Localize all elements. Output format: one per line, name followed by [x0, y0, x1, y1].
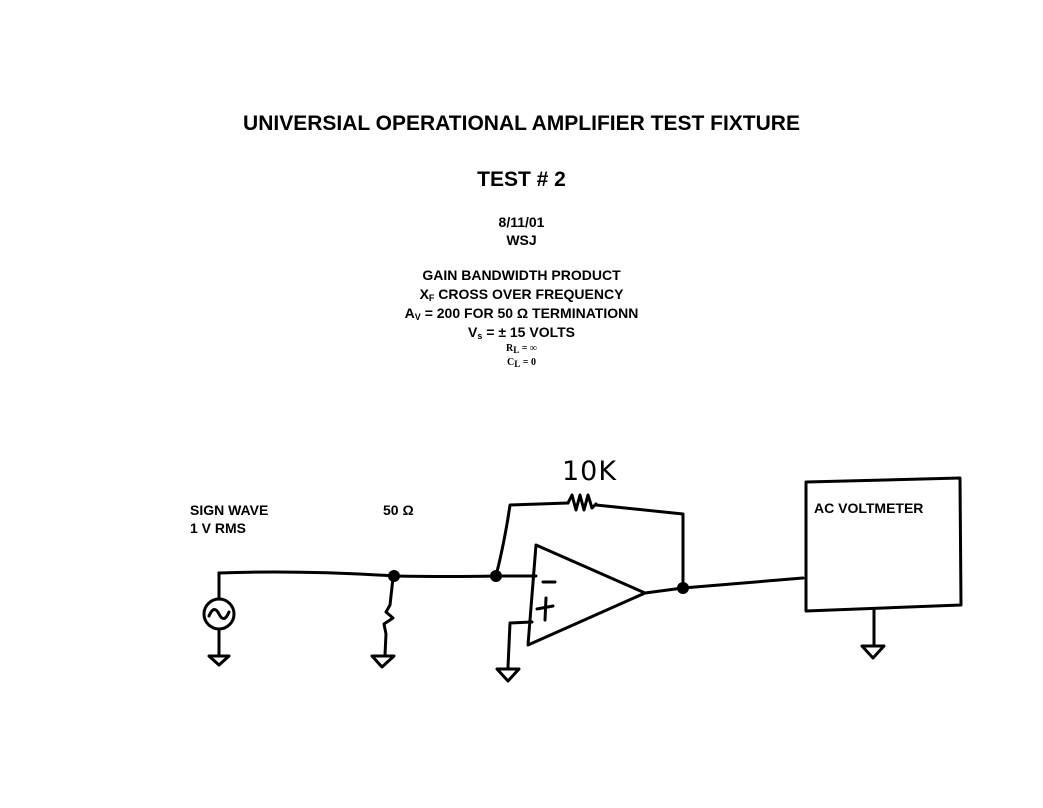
junction-dot — [490, 570, 502, 582]
av-subscript: V — [414, 312, 421, 322]
input-wire — [217, 570, 538, 578]
noninverting-ground-icon — [495, 667, 521, 683]
feedback-wire-left — [494, 501, 570, 578]
cl-text: = 0 — [520, 357, 536, 368]
av-symbol: A — [404, 305, 415, 321]
plus-sign-icon — [535, 596, 555, 622]
condition-supply: Vs = ± 15 VOLTS — [0, 323, 1043, 342]
input-resistor-label: 50 Ω — [383, 502, 414, 518]
junction-dot — [677, 582, 689, 594]
output-wire — [643, 576, 805, 595]
voltmeter-ground-icon — [860, 644, 886, 660]
cl-symbol: C — [507, 357, 515, 368]
condition-gain: AV = 200 FOR 50 Ω TERMINATIONN — [0, 304, 1043, 323]
xf-symbol: X — [419, 286, 429, 302]
junction-dot — [388, 570, 400, 582]
signal-source-label: SIGN WAVE 1 V RMS — [190, 501, 268, 537]
opamp-icon — [526, 543, 647, 647]
xf-subscript: F — [428, 293, 435, 303]
test-number: TEST # 2 — [477, 168, 566, 191]
rl-subscript: L — [513, 345, 520, 355]
vs-subscript: s — [477, 331, 483, 341]
feedback-resistor-label: 10K — [562, 456, 618, 487]
noninverting-wire — [506, 620, 534, 669]
rl-text: = ∞ — [519, 343, 538, 354]
signal-amplitude-text: 1 V RMS — [190, 520, 247, 536]
test-conditions: GAIN BANDWIDTH PRODUCT XF CROSS OVER FRE… — [0, 266, 1043, 370]
condition-load-c: CL = 0 — [0, 356, 1043, 370]
meta-block: 8/11/01 WSJ — [0, 213, 1043, 249]
source-ground-icon — [207, 654, 231, 667]
cl-subscript: L — [514, 359, 521, 369]
condition-crossover: XF CROSS OVER FREQUENCY — [0, 285, 1043, 304]
vs-symbol: V — [468, 324, 478, 340]
feedback-wire-right — [594, 503, 685, 590]
sine-wave-icon — [207, 608, 231, 620]
voltmeter-box — [804, 476, 963, 613]
date-text: 8/11/01 — [498, 214, 545, 230]
feedback-resistor-icon — [566, 493, 598, 512]
condition-load-r: RL = ∞ — [0, 342, 1043, 356]
rl-symbol: R — [505, 343, 514, 354]
shunt-ground-icon — [370, 654, 396, 669]
xf-text: CROSS OVER FREQUENCY — [434, 286, 624, 302]
initials-text: WSJ — [506, 232, 537, 248]
voltmeter-label: AC VOLTMETER — [814, 500, 924, 516]
condition-gbw: GAIN BANDWIDTH PRODUCT — [422, 267, 621, 283]
page-title: UNIVERSIAL OPERATIONAL AMPLIFIER TEST FI… — [243, 112, 800, 135]
vs-text: = ± 15 VOLTS — [482, 324, 575, 340]
signal-type-text: SIGN WAVE — [190, 502, 269, 518]
shunt-resistor-icon — [382, 576, 395, 657]
av-text: = 200 FOR 50 Ω TERMINATIONN — [420, 305, 639, 321]
